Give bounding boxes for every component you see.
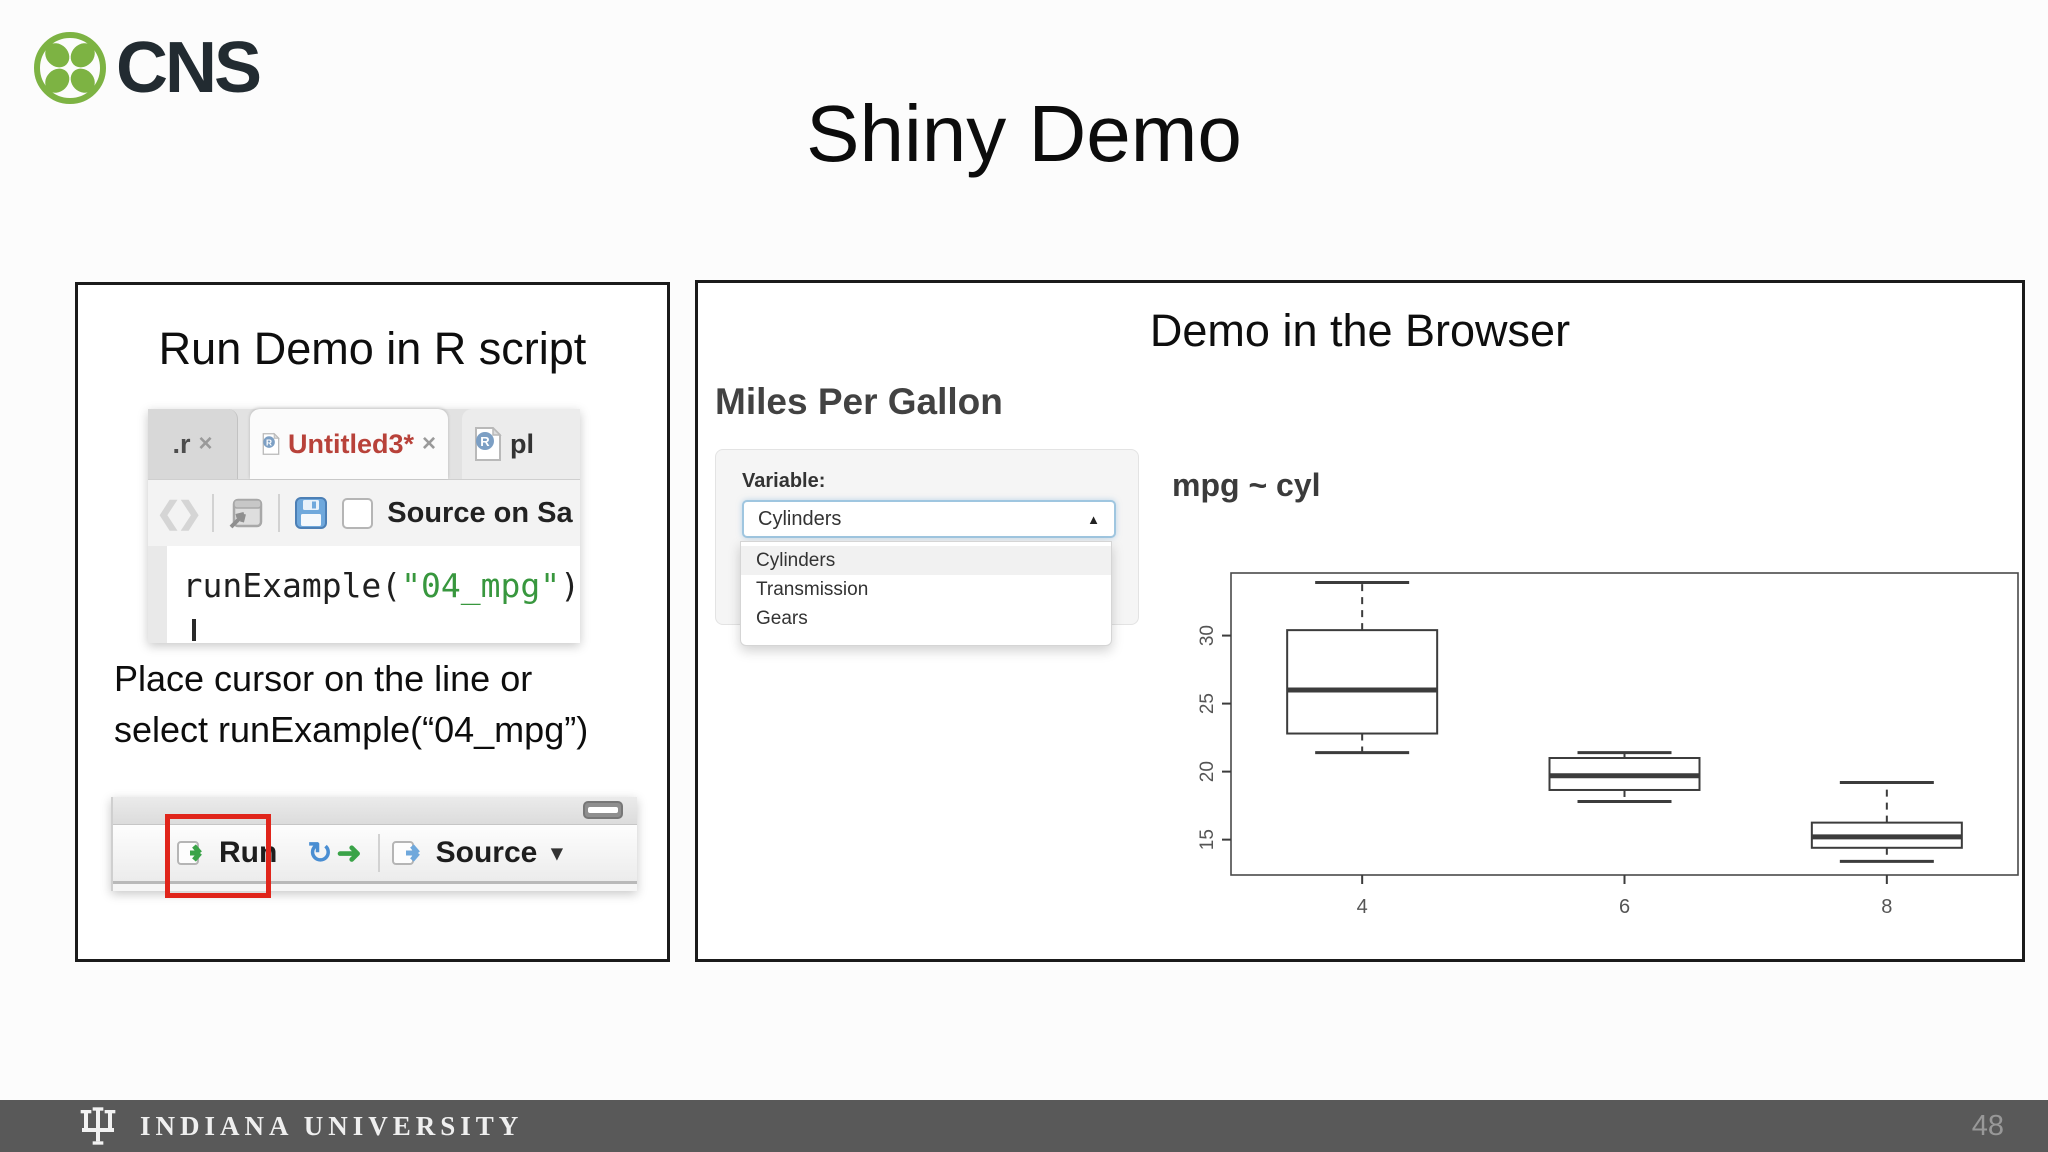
left-panel-heading: Run Demo in R script xyxy=(158,323,587,374)
cns-logo-text: CNS xyxy=(116,28,262,108)
cns-clover-icon xyxy=(34,32,106,104)
svg-text:8: 8 xyxy=(1881,896,1892,918)
close-icon[interactable]: × xyxy=(198,430,213,457)
source-on-save-label: Source on Sa xyxy=(387,496,573,529)
mpg-boxplot-chart: 15 20 25 30 4 6 8 xyxy=(1198,572,2019,918)
rerun-button[interactable]: ↻➜ xyxy=(307,836,361,871)
text-cursor xyxy=(192,619,196,641)
close-icon[interactable]: × xyxy=(421,430,436,457)
rstudio-tabstrip: .r × R Untitled3* × xyxy=(148,409,580,480)
svg-text:20: 20 xyxy=(1198,761,1218,782)
minimize-window-icon[interactable] xyxy=(583,801,623,819)
back-forward-icon[interactable]: ❮❯ xyxy=(156,496,202,530)
tab-untitled3[interactable]: R Untitled3* × xyxy=(250,409,448,479)
tab-plot-partial[interactable]: R pl xyxy=(462,409,580,479)
run-toolbar: Run ↻➜ Source ▾ xyxy=(113,814,637,898)
divider xyxy=(377,834,380,872)
run-button[interactable]: Run xyxy=(177,836,277,870)
divider xyxy=(212,494,215,532)
svg-text:30: 30 xyxy=(1198,625,1218,646)
select-value: Cylinders xyxy=(758,507,842,530)
code-editor[interactable]: runExample("04_mpg") xyxy=(148,546,580,643)
plot-title: mpg ~ cyl xyxy=(1172,467,1321,503)
svg-text:4: 4 xyxy=(1357,896,1368,918)
caption: Place cursor on the line or select runEx… xyxy=(114,653,588,755)
caret-down-icon[interactable]: ▾ xyxy=(551,840,563,865)
rerun-icon: ↻ xyxy=(307,836,333,870)
tab-label: Untitled3* xyxy=(287,428,414,459)
svg-text:R: R xyxy=(266,437,272,447)
svg-text:25: 25 xyxy=(1198,693,1218,714)
footer-university-label: INDIANA UNIVERSITY xyxy=(140,1110,524,1141)
rstudio-run-toolbar-screenshot: Run ↻➜ Source ▾ xyxy=(111,797,637,898)
left-panel: Run Demo in R script .r × R Untitled3* × xyxy=(75,282,670,962)
dropdown-option-gears[interactable]: Gears xyxy=(756,608,808,629)
variable-dropdown-list: Cylinders Transmission Gears xyxy=(740,541,1112,646)
page-number: 48 xyxy=(1971,1110,2004,1142)
source-button[interactable]: Source ▾ xyxy=(391,836,563,870)
svg-text:6: 6 xyxy=(1619,896,1630,918)
source-icon xyxy=(391,841,420,865)
editor-toolbar: ❮❯ Source on Sa xyxy=(148,480,580,546)
cns-logo: CNS xyxy=(32,28,262,108)
code-line: runExample("04_mpg") xyxy=(182,566,580,605)
footer-bar: INDIANA UNIVERSITY 48 xyxy=(0,1100,2048,1152)
r-file-icon: R xyxy=(262,432,280,455)
caption-line1: Place cursor on the line or xyxy=(114,658,533,699)
svg-text:R: R xyxy=(480,434,490,449)
dropdown-option-transmission[interactable]: Transmission xyxy=(756,579,869,600)
save-icon[interactable] xyxy=(294,496,328,530)
run-label: Run xyxy=(219,836,278,869)
source-on-save-checkbox[interactable] xyxy=(342,497,374,529)
editor-gutter xyxy=(148,546,167,643)
pane-titlebar xyxy=(113,797,637,825)
right-panel: Demo in the Browser Miles Per Gallon Var… xyxy=(695,280,2025,962)
variable-label: Variable: xyxy=(742,470,826,492)
tab-file-r[interactable]: .r × xyxy=(148,409,238,479)
divider xyxy=(278,494,281,532)
caption-line2: select runExample(“04_mpg”) xyxy=(114,709,589,751)
run-icon xyxy=(177,841,202,865)
dropdown-option-cylinders[interactable]: Cylinders xyxy=(741,546,1111,575)
tab-label: .r xyxy=(172,428,191,459)
source-label: Source xyxy=(435,836,538,869)
right-panel-heading: Demo in the Browser xyxy=(1149,305,1571,356)
r-file-icon: R xyxy=(475,427,502,461)
svg-text:15: 15 xyxy=(1198,829,1218,850)
rerun-arrow-icon: ➜ xyxy=(336,836,362,870)
popout-window-icon[interactable] xyxy=(228,496,264,530)
tab-label: pl xyxy=(510,428,534,459)
variable-select[interactable]: Cylinders ▲ xyxy=(742,500,1116,538)
caret-up-icon: ▲ xyxy=(1087,511,1100,527)
rstudio-editor-screenshot: .r × R Untitled3* × xyxy=(148,409,580,643)
shiny-app-title: Miles Per Gallon xyxy=(715,381,1003,422)
slide-title: Shiny Demo xyxy=(806,89,1242,178)
iu-trident-icon xyxy=(80,1107,116,1145)
